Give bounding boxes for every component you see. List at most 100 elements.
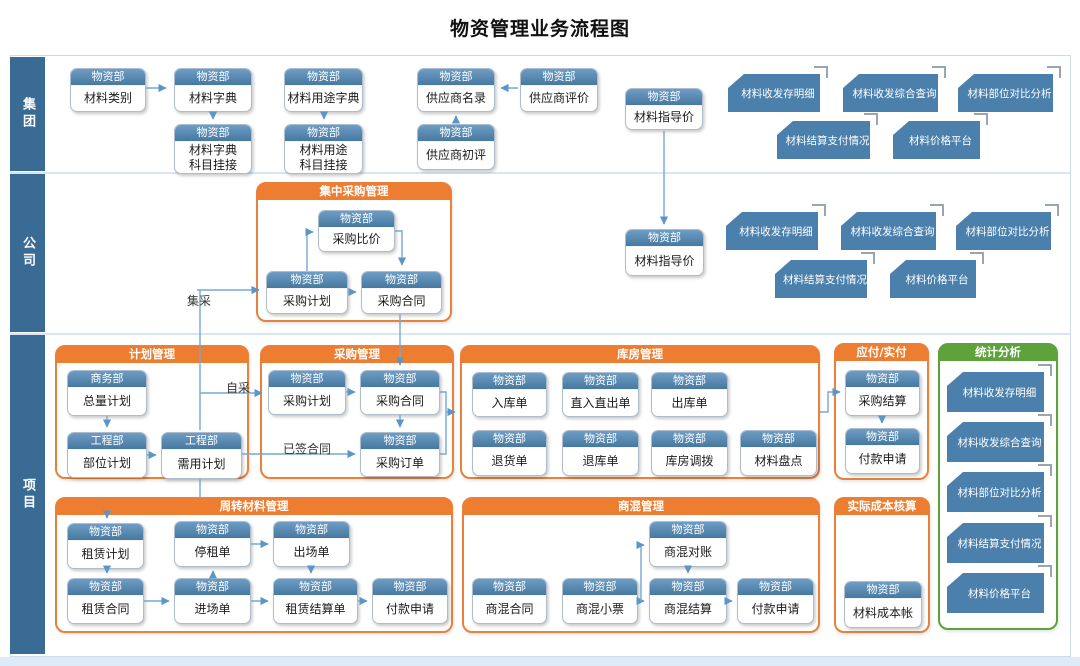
node-dept: 物资部: [319, 211, 394, 228]
flow-node: 物资部 商混结算: [649, 578, 727, 624]
report-card: 材料价格平台: [947, 565, 1052, 613]
flow-node: 物资部 材料盘点: [740, 430, 817, 476]
flow-node: 物资部 退货单: [472, 430, 547, 476]
node-dept: 物资部: [418, 125, 494, 142]
flow-node: 物资部 付款申请: [737, 578, 814, 624]
flow-node: 物资部 材料字典 科目挂接: [174, 124, 252, 174]
node-dept: 物资部: [267, 272, 347, 289]
node-label: 出库单: [671, 395, 708, 410]
node-dept: 物资部: [650, 579, 726, 596]
node-label: 采购订单: [375, 455, 424, 470]
flow-node: 物资部 出库单: [651, 372, 728, 417]
node-label: 材料指导价: [633, 110, 694, 124]
node-dept: 物资部: [274, 522, 349, 539]
node-label: 供应商初评: [425, 148, 486, 162]
flow-node: 物资部 出场单: [273, 521, 350, 567]
flow-node: 物资部 进场单: [174, 578, 251, 624]
node-dept: 工程部: [68, 433, 146, 450]
report-label: 材料价格平台: [893, 121, 980, 159]
report-label: 材料结算支付情况: [775, 260, 867, 298]
flow-node: 工程部 部位计划: [67, 432, 147, 478]
node-dept: 物资部: [373, 579, 447, 596]
node-label: 入库单: [491, 395, 528, 410]
flow-node: 物资部 租赁结算单: [273, 578, 358, 624]
flow-node: 物资部 材料类别: [70, 68, 146, 112]
lane-divider: [10, 172, 1071, 174]
node-label: 采购结算: [858, 394, 907, 408]
node-dept: 物资部: [285, 69, 362, 86]
group-title: 集中采购管理: [257, 183, 451, 200]
corner-bracket-icon: [974, 113, 988, 125]
node-dept: 物资部: [362, 272, 441, 289]
node-label: 材料用途 科目挂接: [299, 142, 348, 172]
node-dept: 物资部: [175, 522, 250, 539]
corner-bracket-icon: [1038, 464, 1052, 476]
node-dept: 物资部: [274, 579, 357, 596]
corner-bracket-icon: [814, 66, 828, 78]
report-label: 材料部位对比分析: [947, 472, 1044, 512]
node-dept: 物资部: [563, 579, 637, 596]
node-label: 直入直出单: [570, 395, 631, 410]
flow-node: 物资部 采购结算: [845, 370, 920, 416]
node-label: 库房调拨: [665, 454, 714, 468]
report-card: 材料部位对比分析: [956, 204, 1059, 250]
flow-node: 物资部 商混小票: [562, 578, 638, 624]
node-dept: 物资部: [175, 69, 251, 86]
flow-node: 物资部 材料字典: [174, 68, 252, 112]
report-card: 材料结算支付情况: [947, 515, 1052, 563]
flow-node: 物资部 材料成本帐: [844, 581, 922, 628]
corner-bracket-icon: [1038, 414, 1052, 426]
node-dept: 物资部: [418, 69, 494, 86]
node-label: 出场单: [293, 545, 330, 559]
report-label: 材料价格平台: [947, 573, 1044, 613]
lane-project: 项目: [10, 335, 45, 654]
group-title: 库房管理: [461, 346, 819, 363]
node-dept: 物资部: [473, 373, 546, 390]
report-card: 材料收发综合查询: [843, 66, 946, 112]
node-dept: 工程部: [162, 433, 241, 450]
report-card: 材料价格平台: [890, 252, 984, 298]
node-label: 租赁结算单: [285, 602, 346, 616]
node-dept: 物资部: [563, 373, 638, 390]
flow-node: 物资部 材料指导价: [625, 88, 703, 130]
report-card: 材料部位对比分析: [947, 464, 1052, 512]
node-dept: 物资部: [68, 524, 143, 541]
report-card: 材料部位对比分析: [958, 66, 1061, 112]
node-label: 材料盘点: [754, 454, 803, 468]
report-card: 材料收发存明细: [728, 66, 828, 112]
flow-node: 物资部 采购合同: [360, 370, 440, 415]
node-dept: 物资部: [473, 579, 546, 596]
node-label: 停租单: [194, 545, 231, 559]
report-card: 材料价格平台: [893, 113, 988, 159]
node-label: 商混小票: [575, 602, 624, 616]
group-title: 实际成本核算: [835, 498, 929, 515]
flow-node: 物资部 采购计划: [268, 370, 346, 415]
node-label: 付款申请: [858, 452, 907, 466]
node-dept: 物资部: [738, 579, 813, 596]
node-label: 材料类别: [83, 91, 132, 105]
node-label: 商混合同: [485, 602, 534, 616]
flow-node: 物资部 租赁计划: [67, 523, 144, 569]
corner-bracket-icon: [1045, 204, 1059, 216]
group-title: 计划管理: [56, 346, 248, 363]
report-label: 材料收发综合查询: [843, 74, 938, 112]
flow-node: 物资部 采购合同: [361, 271, 442, 314]
report-label: 材料收发存明细: [726, 212, 818, 250]
node-dept: 物资部: [846, 429, 919, 446]
flow-node: 物资部 库房调拨: [651, 430, 728, 476]
corner-bracket-icon: [932, 66, 946, 78]
node-dept: 物资部: [652, 431, 727, 448]
node-label: 采购比价: [332, 232, 381, 246]
node-dept: 商务部: [68, 371, 146, 388]
lane-company-label: 公司: [20, 236, 35, 270]
node-label: 材料用途字典: [287, 91, 360, 105]
flow-node: 物资部 商混对账: [649, 521, 727, 567]
page-title: 物资管理业务流程图: [449, 18, 630, 40]
report-card: 材料结算支付情况: [777, 113, 878, 159]
node-dept: 物资部: [473, 431, 546, 448]
flow-node: 物资部 直入直出单: [562, 372, 639, 417]
lane-divider: [10, 333, 1071, 335]
node-label: 供应商名录: [425, 91, 486, 105]
report-card: 材料收发存明细: [726, 204, 826, 250]
node-label: 采购计划: [282, 293, 331, 308]
